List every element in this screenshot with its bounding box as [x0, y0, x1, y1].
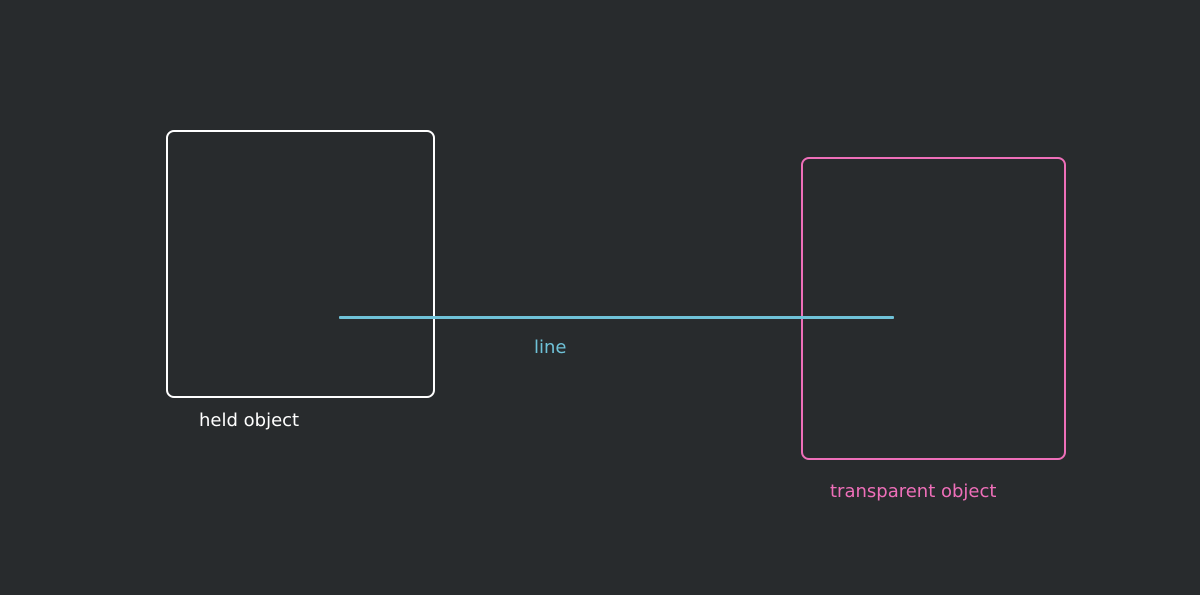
line-connector	[339, 316, 894, 319]
held-object-box	[166, 130, 435, 398]
line-label: line	[534, 337, 567, 358]
transparent-object-box	[801, 157, 1066, 460]
transparent-object-label: transparent object	[830, 481, 997, 502]
held-object-label: held object	[199, 410, 300, 431]
